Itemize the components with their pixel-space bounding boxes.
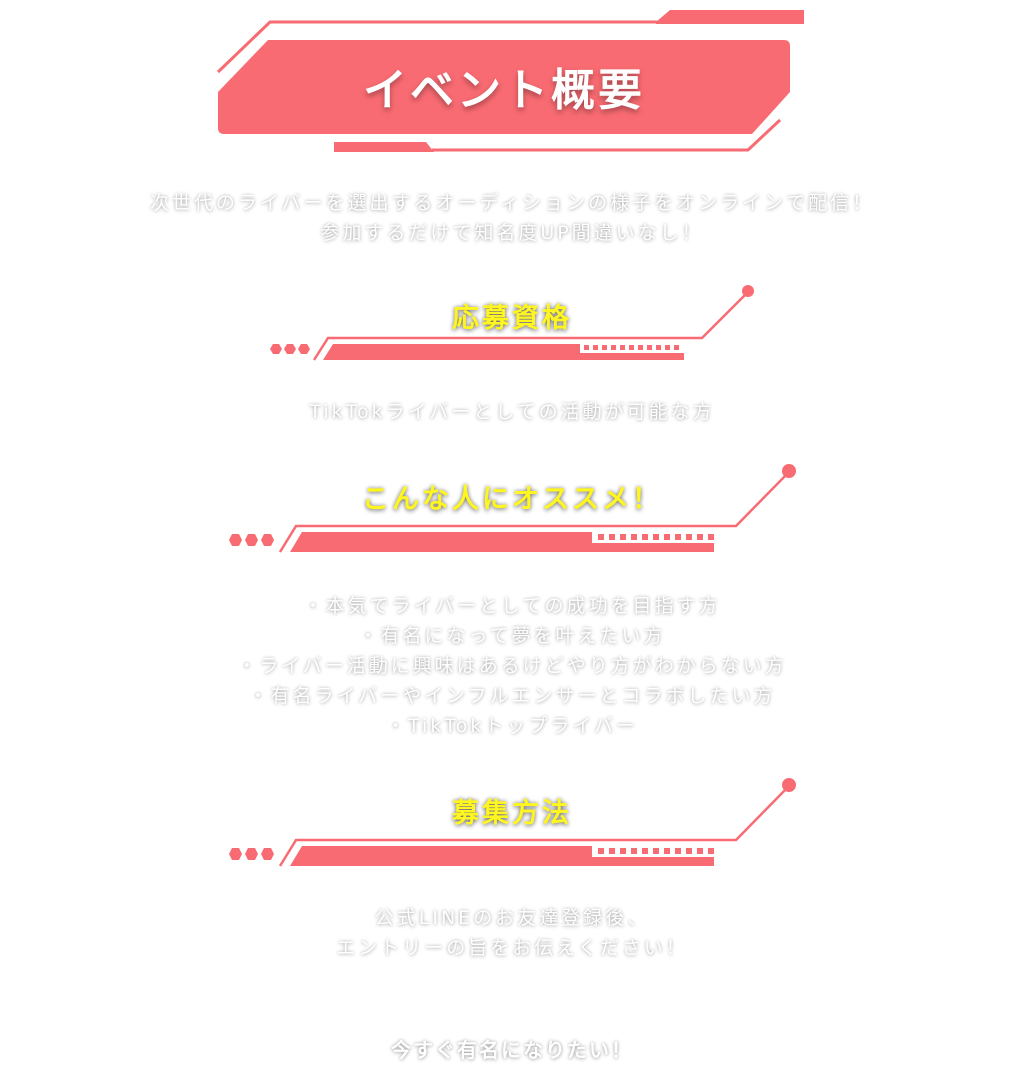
intro-text: 次世代のライバーを選出するオーディションの様子をオンラインで配信！ 参加するだけ… — [60, 188, 964, 248]
event-overview-title: イベント概要 — [363, 65, 645, 116]
intro-line: 参加するだけで知名度UP間違いなし！ — [320, 222, 704, 244]
recommend-list: ・本気でライバーとしての成功を目指す方 ・有名になって夢を叶えたい方 ・ライバー… — [60, 591, 964, 741]
list-item: ・有名ライバーやインフルエンサーとコラボしたい方 — [248, 685, 776, 707]
list-item: ・有名になって夢を叶えたい方 — [358, 625, 666, 647]
eligibility-line: TikTokライバーとしての活動が可能な方 — [309, 401, 715, 423]
cta-button[interactable]: 今すぐ有名になりたい！ — [391, 1038, 633, 1062]
method-line: 公式LINEのお友達登録後、 — [374, 907, 650, 929]
list-item: ・TikTokトップライバー — [386, 715, 638, 737]
title-banner-decoration — [216, 10, 804, 152]
method-line: エントリーの旨をお伝えください！ — [336, 937, 688, 959]
method-text: 公式LINEのお友達登録後、 エントリーの旨をお伝えください！ — [60, 903, 964, 963]
recommend-heading: こんな人にオススメ！ — [362, 484, 662, 515]
list-item: ・本気でライバーとしての成功を目指す方 — [303, 595, 721, 617]
list-item: ・ライバー活動に興味はあるけどやり方がわからない方 — [237, 655, 787, 677]
eligibility-heading: 応募資格 — [452, 303, 572, 334]
intro-line: 次世代のライバーを選出するオーディションの様子をオンラインで配信！ — [149, 192, 875, 214]
method-heading: 募集方法 — [452, 798, 572, 829]
eligibility-text: TikTokライバーとしての活動が可能な方 — [60, 397, 964, 427]
